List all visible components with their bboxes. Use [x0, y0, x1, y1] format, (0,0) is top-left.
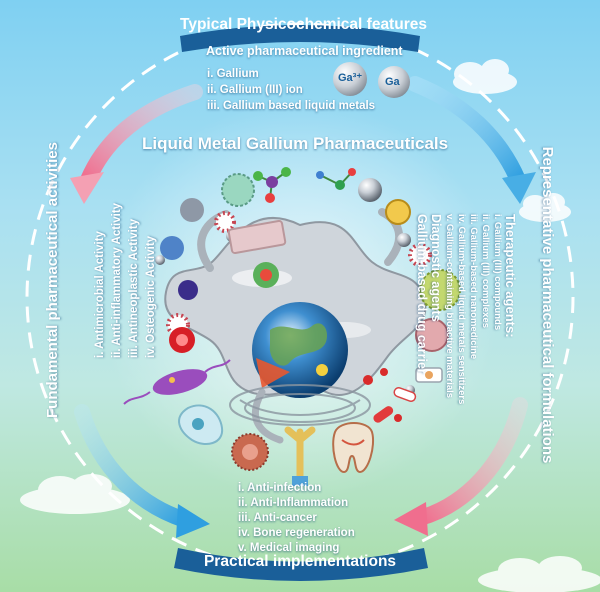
arrow-bottom-right-icon — [394, 397, 528, 536]
bone-scaffold-icon — [229, 384, 371, 426]
list-item: i. Gallium (III) compounds — [492, 214, 503, 331]
list-item: ii. Anti-Inflammation — [238, 497, 349, 509]
list-item: iii. Antineoplastic Activity — [128, 218, 140, 358]
left-list: i. Antimicrobial Activity ii. Anti-infla… — [92, 203, 160, 358]
list-item: ii. Anti-inflammatory Activity — [111, 202, 123, 358]
right-extra-2: Gallium-based drug carrier — [415, 214, 429, 374]
bottom-banner — [174, 548, 428, 581]
molecule-icon — [253, 167, 356, 203]
list-item: i. Antimicrobial Activity — [94, 231, 106, 358]
arrow-top-right-icon — [407, 76, 536, 204]
bottom-list: i. Anti-infection ii. Anti-Inflammation … — [238, 481, 355, 556]
cell-icon — [178, 404, 269, 471]
ion-label-ga3: Ga³⁺ — [338, 72, 363, 84]
top-list: i. Gallium ii. Gallium (III) ion iii. Ga… — [207, 66, 375, 114]
gallium-ion-sphere — [333, 62, 367, 96]
top-heading: Active pharmaceutical ingredient — [206, 44, 403, 58]
list-item: ii. Gallium (III) complexes — [480, 214, 491, 329]
right-heading: Therapeutic agents: — [503, 214, 518, 338]
list-item: ii. Gallium (III) ion — [207, 84, 303, 96]
list-item: iii. Anti-cancer — [238, 512, 317, 524]
tooth-icon — [332, 422, 374, 474]
top-banner — [180, 25, 420, 52]
gallium-sphere — [378, 66, 410, 98]
cloud-icon — [20, 59, 600, 592]
ion-label-ga: Ga — [385, 76, 400, 88]
nanoparticle-icon — [160, 173, 461, 353]
list-item: i. Anti-infection — [238, 482, 322, 494]
list-item: iii. Gallium-based nanomedicine — [468, 214, 479, 360]
globe-icon — [252, 302, 348, 398]
left-banner-label: Fundamental pharmaceutical activities — [44, 142, 61, 418]
arrow-bottom-left-icon — [74, 404, 210, 538]
list-item: i. Gallium — [207, 68, 259, 80]
pill-icon — [363, 367, 443, 423]
arrow-top-left-icon — [70, 84, 203, 204]
right-list: Therapeutic agents: i. Gallium (III) com… — [415, 214, 518, 404]
top-banner-label: Typical Physicochemical features — [180, 16, 427, 33]
list-item: iv. Gallium-based liquid metals sensitiz… — [456, 214, 467, 405]
bottom-banner-label: Practical implementations — [203, 553, 397, 570]
bacteria-icon — [123, 359, 231, 405]
list-item: iv. Osteogenic Activity — [145, 235, 157, 358]
list-item: iv. Bone regeneration — [238, 527, 355, 539]
right-extra-1: Diagnostic agents — [429, 214, 443, 322]
list-item: iii. Gallium based liquid metals — [207, 100, 376, 112]
page-title: Liquid Metal Gallium Pharmaceuticals — [142, 134, 449, 153]
right-banner-label: Representative pharmaceutical formulatio… — [539, 146, 556, 464]
list-item: v. Gallium-containing bioactive material… — [444, 214, 455, 399]
bone-icon — [284, 426, 316, 486]
list-item: v. Medical imaging — [238, 542, 340, 554]
